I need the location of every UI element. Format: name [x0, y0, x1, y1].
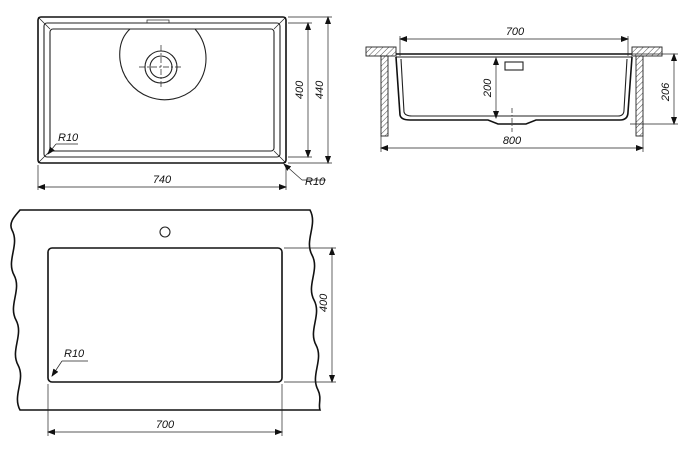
- tap-hole: [159, 226, 171, 238]
- radius-label-outer: R10: [305, 176, 326, 188]
- corner-line: [37, 16, 51, 30]
- sink-outer-outline: [37, 16, 287, 164]
- drain-basin-outline: [119, 28, 207, 101]
- cutout-height-label: 400: [318, 293, 330, 312]
- inner-height-label: 400: [294, 80, 306, 99]
- inner-width-label: 700: [506, 26, 525, 38]
- sink-rim-outline: [43, 22, 281, 158]
- radius-leader-outer: [283, 163, 303, 181]
- overall-depth-label: 206: [660, 82, 672, 102]
- top-view: R10 740 400 440 R10: [37, 16, 332, 190]
- radius-label-cutout: R10: [64, 348, 85, 360]
- cabinet-side-right: [635, 55, 644, 137]
- overflow-slot-section: [504, 61, 524, 71]
- corner-line: [273, 16, 287, 30]
- corner-line: [273, 150, 287, 164]
- sink-bowl-profile: [395, 56, 633, 125]
- overflow-slot: [146, 19, 170, 24]
- cabinet-side-left: [380, 55, 389, 137]
- section-view: 700 200 206 800: [365, 26, 678, 152]
- overall-width-label: 800: [503, 135, 522, 147]
- radius-leader-cutout: [51, 360, 63, 377]
- radius-leader-inner: [47, 143, 57, 155]
- countertop-left: [365, 46, 397, 57]
- countertop-right: [631, 46, 663, 57]
- width-dimension-label: 740: [153, 174, 172, 186]
- cutout-outline: [47, 247, 283, 383]
- countertop-outline: [10, 209, 322, 411]
- radius-label-inner: R10: [58, 132, 79, 144]
- sink-bowl-outline: [49, 28, 275, 152]
- bowl-depth-label: 200: [482, 78, 494, 98]
- cutout-width-label: 700: [156, 419, 175, 431]
- sink-bowl-inner-profile: [400, 58, 628, 117]
- overall-height-label: 440: [314, 80, 326, 99]
- cutout-view: R10 400 700: [10, 209, 336, 436]
